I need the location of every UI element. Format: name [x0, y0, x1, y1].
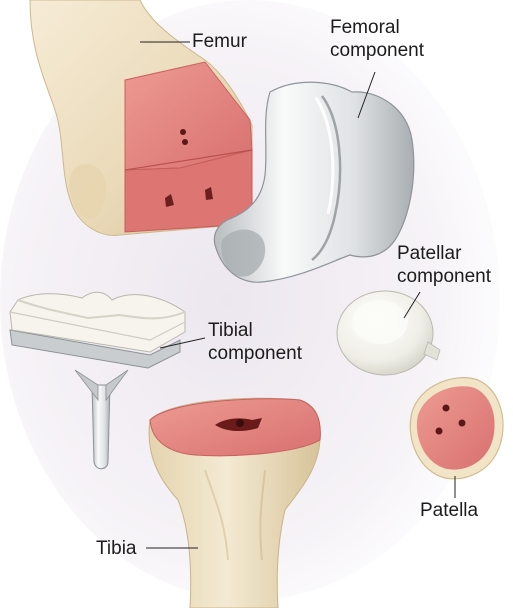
- tibial-component-label-line1: Tibial: [208, 320, 253, 342]
- patellar-component-label-line2: component: [397, 266, 491, 288]
- tibial-component-label-line2: component: [208, 343, 302, 365]
- patella-bone: [410, 378, 503, 479]
- patella-label: Patella: [420, 500, 478, 522]
- patellar-component-label-line1: Patellar: [397, 243, 461, 265]
- tibia-label: Tibia: [96, 538, 136, 560]
- femoral-component-label-line2: component: [330, 40, 424, 62]
- femoral-component-label-line1: Femoral: [330, 17, 400, 39]
- femur-label: Femur: [192, 31, 247, 53]
